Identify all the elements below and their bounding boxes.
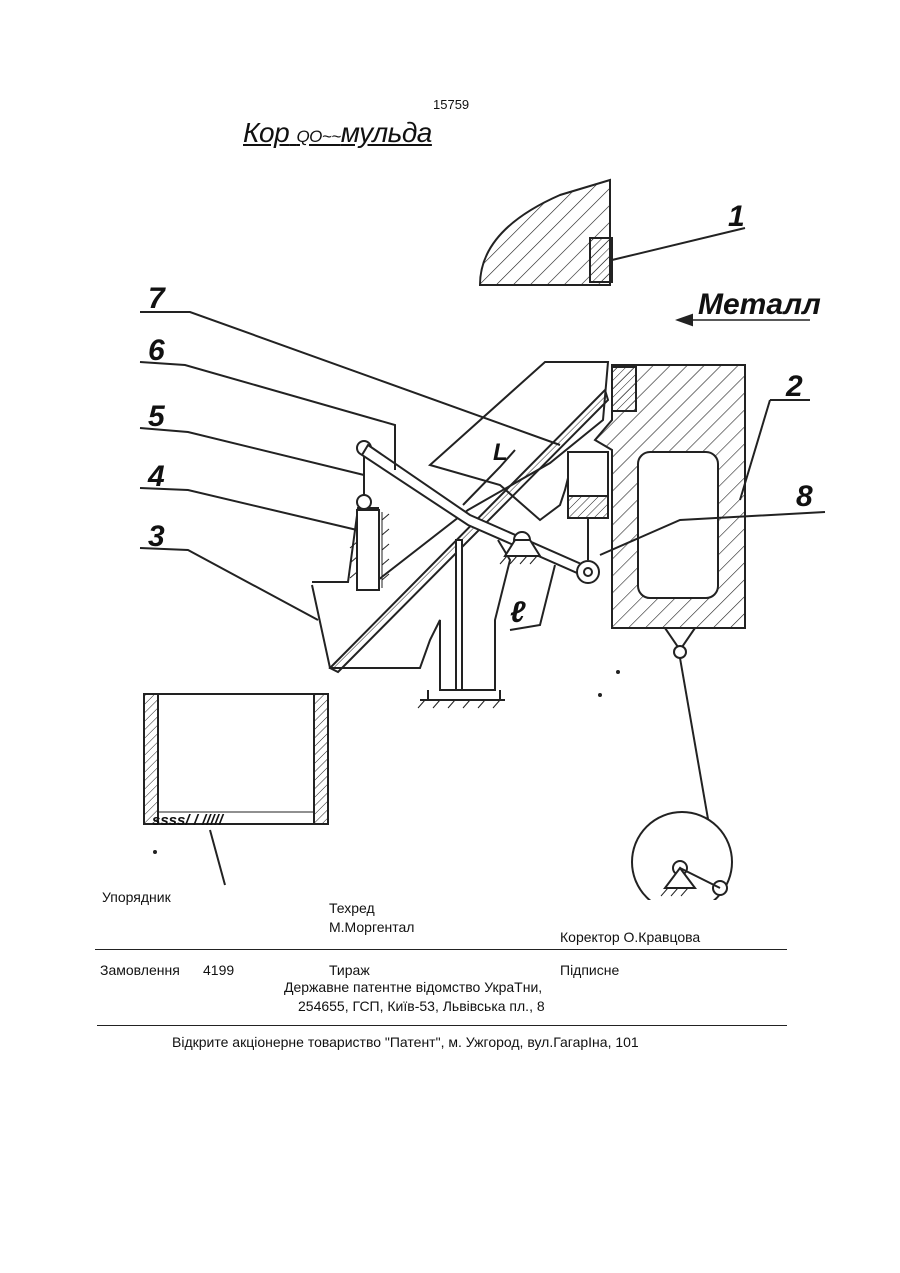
- label-metal: Металл: [698, 288, 821, 321]
- order-label: Замовлення: [100, 962, 180, 978]
- divider-top: [95, 949, 787, 950]
- label-5: 5: [148, 400, 166, 433]
- technical-drawing: 1 2 3 4 5 6 7 8 L ℓ Металл ssss/ / /////: [0, 0, 900, 900]
- publisher-line: Відкрите акціонерне товариство "Патент",…: [172, 1034, 639, 1050]
- label-8: 8: [796, 480, 813, 513]
- order-number: 4199: [203, 962, 234, 978]
- office-line-1: Державне патентне відомство УкраТни,: [284, 979, 542, 995]
- label-L: L: [493, 439, 508, 466]
- part-4-guide: [357, 510, 379, 590]
- part-1-insert: [590, 238, 612, 282]
- subscription-label: Підписне: [560, 962, 619, 978]
- mould-hatch-text: ssss/ / /////: [152, 812, 225, 829]
- part-7-actuator: [568, 452, 608, 496]
- label-7: 7: [148, 282, 166, 315]
- label-6: 6: [148, 334, 165, 367]
- office-line-2: 254655, ГСП, Київ-53, Львівська пл., 8: [298, 998, 545, 1014]
- techred-label: Техред: [329, 900, 375, 916]
- compiler-label: Упорядник: [102, 889, 171, 905]
- label-1: 1: [728, 200, 745, 233]
- divider-bottom: [97, 1025, 787, 1026]
- label-l: ℓ: [510, 596, 526, 629]
- mould: [144, 694, 328, 824]
- part-2-cavity: [638, 452, 718, 598]
- techred-name: М.Моргентал: [329, 919, 414, 935]
- label-4: 4: [147, 460, 165, 493]
- label-2: 2: [785, 370, 803, 403]
- corrector: Коректор О.Кравцова: [560, 929, 700, 945]
- circulation-label: Тираж: [329, 962, 370, 978]
- label-3: 3: [148, 520, 165, 553]
